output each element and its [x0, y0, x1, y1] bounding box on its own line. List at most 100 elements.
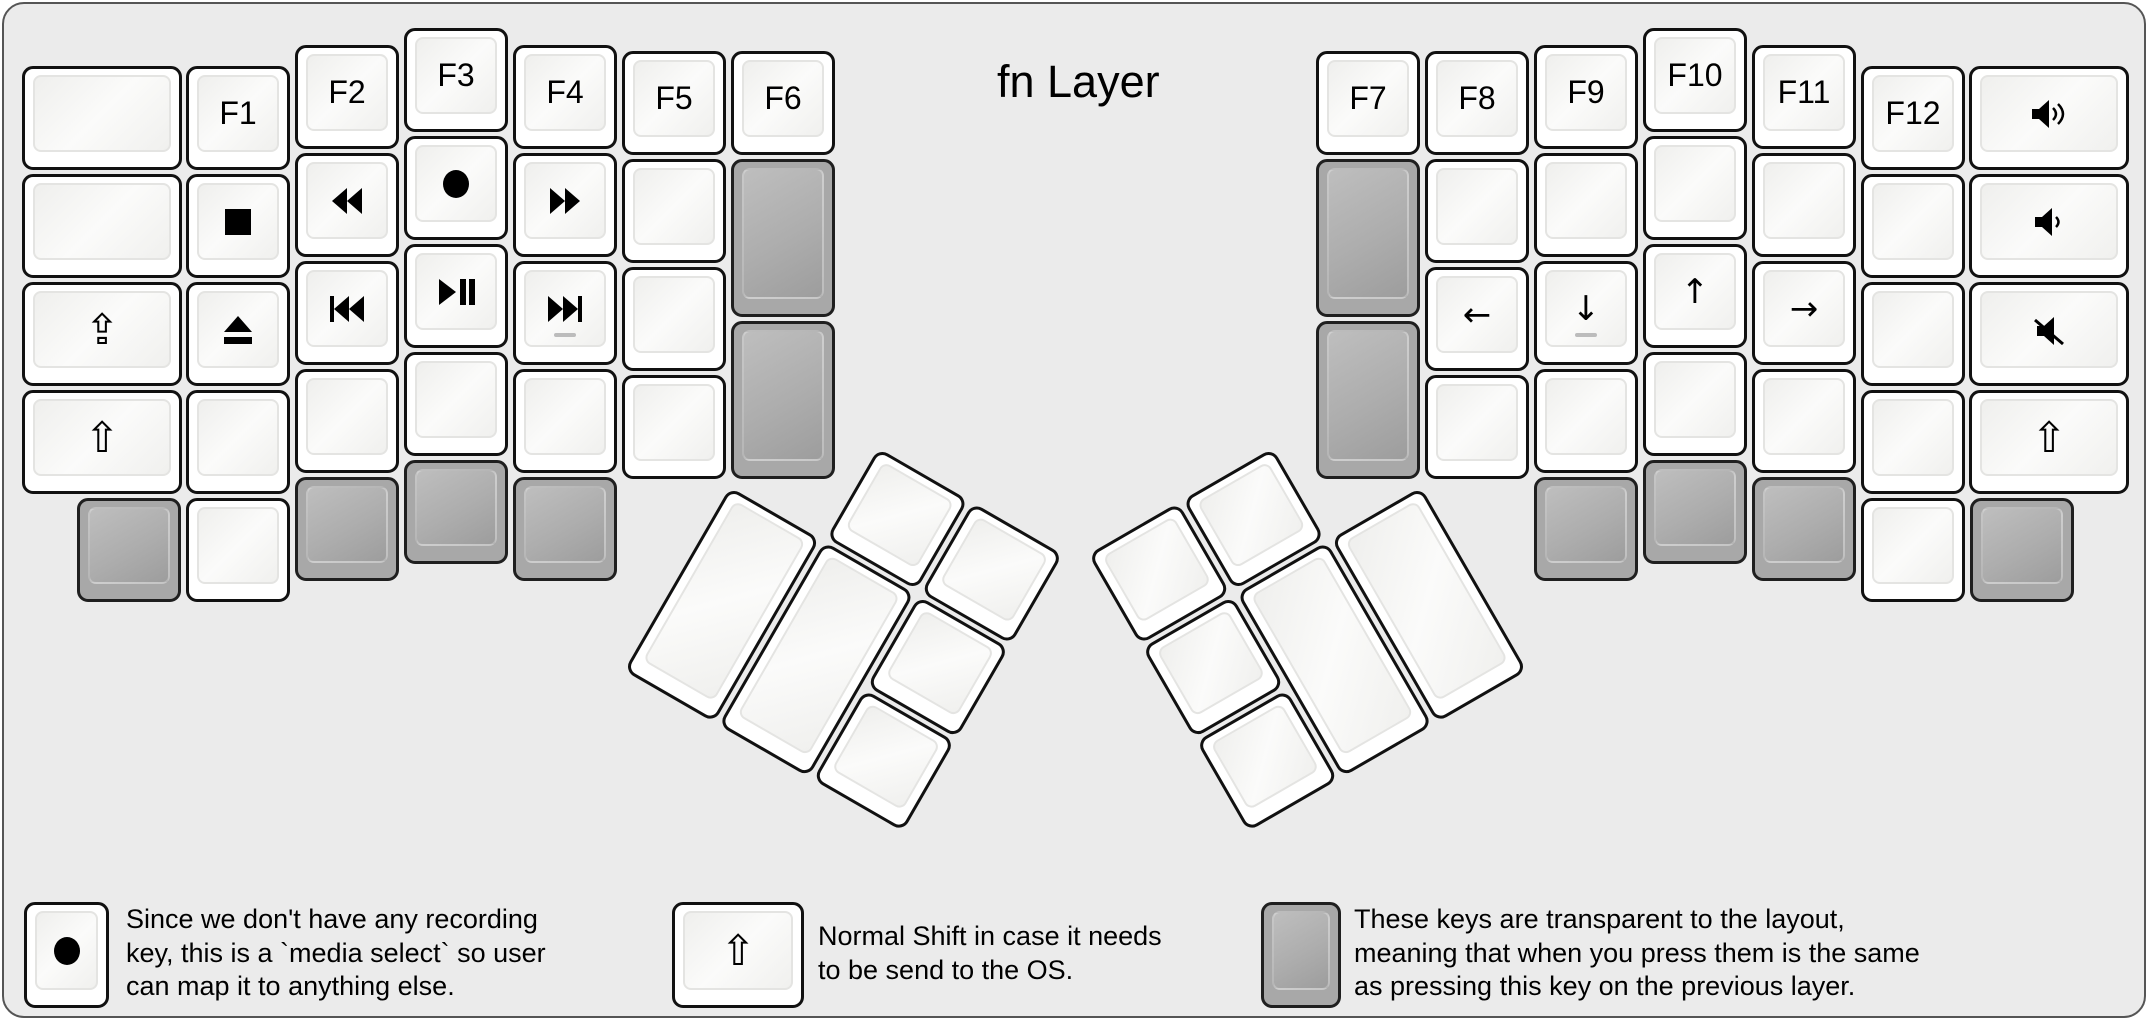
- key-legend-text: ←: [1462, 294, 1492, 335]
- homing-bar: [554, 333, 576, 337]
- key-blank: [404, 352, 508, 456]
- key-blank: [1861, 174, 1965, 278]
- key-arrow-left: ←: [1425, 267, 1529, 371]
- rewind-icon: [330, 186, 364, 216]
- legend-key-shift: ⇧: [672, 902, 804, 1008]
- key-arrow-down: ↓: [1534, 261, 1638, 365]
- key-blank: [186, 390, 290, 494]
- key-eject: [186, 282, 290, 386]
- key-blank: [1861, 498, 1965, 602]
- key-transparent: [77, 498, 181, 602]
- key-blank: [622, 267, 726, 371]
- key-legend-text: ⇪: [84, 304, 120, 354]
- key-blank: [622, 375, 726, 479]
- stop-icon: [223, 207, 253, 237]
- key-legend-text: F11: [1777, 74, 1831, 110]
- key-legend-text: ⇧: [2031, 412, 2067, 462]
- key-next-track: [513, 261, 617, 365]
- fast-forward-icon: [548, 186, 582, 216]
- key-legend-text: F2: [328, 74, 366, 110]
- key-legend-text: F10: [1667, 57, 1723, 93]
- key-blank: [1425, 375, 1529, 479]
- key-blank: [22, 174, 182, 278]
- key-blank: [1534, 153, 1638, 257]
- key-blank: [1534, 369, 1638, 473]
- layer-title: fn Layer: [997, 56, 1160, 107]
- key-transparent-tall: [731, 321, 835, 479]
- key-legend-text: ⇧: [720, 925, 756, 975]
- key-play-pause: [404, 244, 508, 348]
- prev-track-icon: [328, 294, 366, 324]
- key-blank: [1861, 282, 1965, 386]
- key-f1: F1: [186, 66, 290, 170]
- key-f10: F10: [1643, 28, 1747, 132]
- key-volume-mute: [1969, 282, 2129, 386]
- key-legend-text: F5: [655, 80, 693, 116]
- key-legend-text: F9: [1567, 74, 1605, 110]
- key-f2: F2: [295, 45, 399, 149]
- key-transparent: [404, 460, 508, 564]
- key-blank: [1752, 369, 1856, 473]
- key-blank: [1752, 153, 1856, 257]
- key-legend-text: ↑: [1680, 271, 1710, 312]
- key-legend-text: F12: [1885, 95, 1941, 131]
- key-arrow-up: ↑: [1643, 244, 1747, 348]
- next-track-icon: [546, 294, 584, 324]
- record-icon: [52, 935, 82, 967]
- key-f5: F5: [622, 51, 726, 155]
- key-legend-text: F1: [219, 95, 257, 131]
- key-transparent: [295, 477, 399, 581]
- key-transparent: [1643, 460, 1747, 564]
- key-fast-forward: [513, 153, 617, 257]
- eject-icon: [220, 314, 256, 346]
- key-f12: F12: [1861, 66, 1965, 170]
- key-legend-text: ↓: [1571, 288, 1601, 329]
- key-legend-text: F7: [1349, 80, 1387, 116]
- record-icon: [441, 168, 471, 200]
- volume-down-icon: [2032, 206, 2066, 238]
- key-legend-text: F8: [1458, 80, 1496, 116]
- key-arrow-right: →: [1752, 261, 1856, 365]
- key-volume-up: [1969, 66, 2129, 170]
- key-blank: [1643, 136, 1747, 240]
- key-transparent: [513, 477, 617, 581]
- homing-bar: [1575, 333, 1597, 337]
- key-volume-down: [1969, 174, 2129, 278]
- key-f3: F3: [404, 28, 508, 132]
- legend-transparent-text: These keys are transparent to the layout…: [1354, 904, 1920, 1001]
- volume-up-icon: [2029, 98, 2069, 130]
- legend-record-text: Since we don't have any recording key, t…: [126, 904, 546, 1001]
- legend-shift-text: Normal Shift in case it needs to be send…: [818, 921, 1162, 985]
- key-blank: [186, 498, 290, 602]
- key-blank: [1425, 159, 1529, 263]
- key-shift: ⇧: [1969, 390, 2129, 494]
- key-blank: [1643, 352, 1747, 456]
- key-blank: [622, 159, 726, 263]
- key-legend-text: F4: [546, 74, 584, 110]
- legend-key-record: [24, 902, 109, 1008]
- key-legend-text: ⇧: [84, 412, 120, 462]
- key-transparent-tall: [1316, 159, 1420, 317]
- key-legend-text: →: [1789, 288, 1819, 329]
- play-pause-icon: [437, 277, 475, 307]
- key-f9: F9: [1534, 45, 1638, 149]
- key-prev-track: [295, 261, 399, 365]
- key-blank: [295, 369, 399, 473]
- key-f7: F7: [1316, 51, 1420, 155]
- key-transparent: [1752, 477, 1856, 581]
- key-transparent: [1970, 498, 2074, 602]
- key-transparent: [1534, 477, 1638, 581]
- key-transparent-tall: [1316, 321, 1420, 479]
- key-media-select: [404, 136, 508, 240]
- key-blank: [22, 66, 182, 170]
- key-blank: [513, 369, 617, 473]
- legend-key-transparent: [1261, 902, 1341, 1008]
- volume-mute-icon: [2031, 314, 2067, 346]
- key-stop: [186, 174, 290, 278]
- key-f11: F11: [1752, 45, 1856, 149]
- key-f6: F6: [731, 51, 835, 155]
- key-rewind: [295, 153, 399, 257]
- key-caps-shift: ⇪: [22, 282, 182, 386]
- key-blank: [1861, 390, 1965, 494]
